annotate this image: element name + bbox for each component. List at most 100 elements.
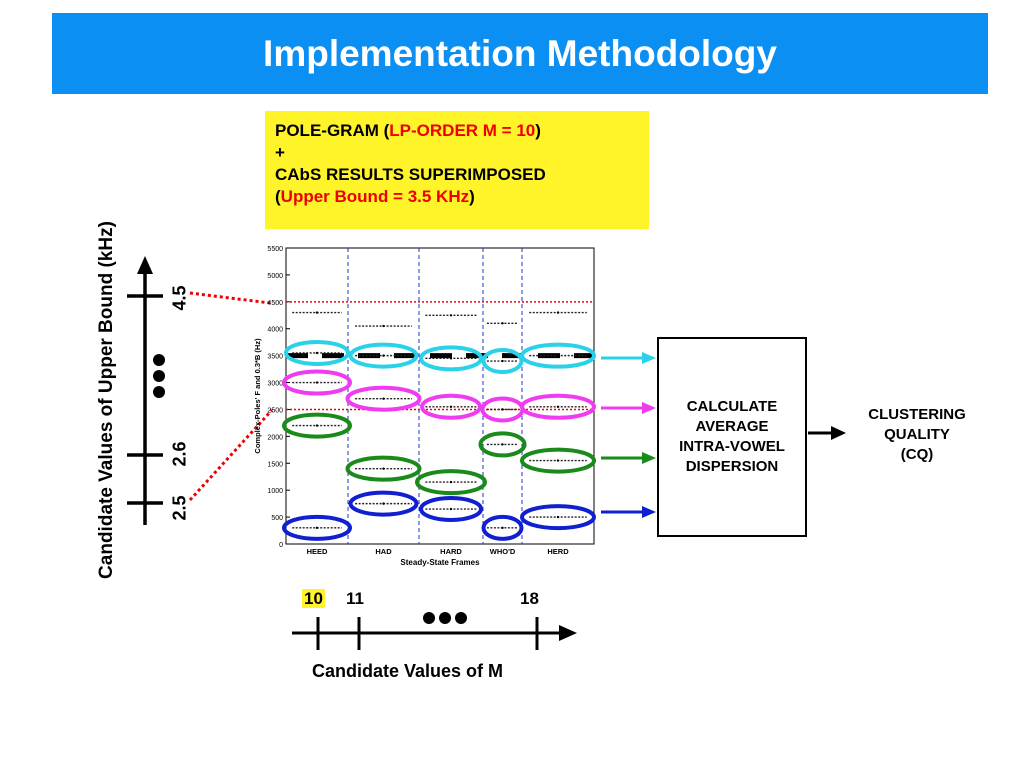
cluster-ring	[419, 345, 483, 372]
note-line-3: CAbS RESULTS SUPERIMPOSED	[275, 165, 546, 184]
formant-point	[501, 443, 504, 446]
cluster-ring	[478, 431, 527, 458]
y-tick-label: 2000	[267, 434, 283, 441]
y-tick-label: 3000	[267, 381, 283, 388]
m-tick-10: 10	[302, 589, 325, 609]
cluster-ring	[520, 393, 596, 420]
formant-point	[449, 405, 453, 408]
cluster-ring	[520, 342, 596, 369]
note-line-4-a: (	[275, 187, 281, 206]
formant-point	[556, 515, 560, 519]
formant-point	[315, 526, 319, 530]
y-tick-label: 5000	[267, 273, 283, 280]
formant-point	[556, 354, 560, 357]
cluster-ring	[345, 455, 422, 482]
note-line-4: (Upper Bound = 3.5 KHz)	[275, 186, 639, 208]
connector-2-5	[188, 408, 274, 502]
pole-gram-chart: 0 500 1000 1500 2000 2500 3000 3500 4000 4500 5000…	[253, 246, 596, 567]
formant-point	[449, 357, 453, 360]
m-tick-11: 11	[346, 589, 364, 608]
upper-tick-2-5: 2.5	[169, 495, 190, 521]
cluster-ring	[520, 504, 596, 531]
m-axis-label: Candidate Values of M	[312, 661, 504, 681]
cq-arrowhead-icon	[831, 426, 846, 440]
formant-point	[501, 359, 504, 363]
m-tick-10-label: 10	[302, 589, 325, 608]
y-tick-label: 0	[279, 542, 283, 549]
upper-axis-ellipsis-icon	[153, 354, 165, 398]
chart-xlabel: Steady-State Frames	[400, 558, 480, 567]
blue-arrowhead-icon	[642, 506, 656, 518]
formant-point	[501, 408, 504, 411]
upper-bound-axis	[127, 256, 165, 525]
cluster-ring	[481, 514, 524, 541]
note-lp-order: LP-ORDER M = 10	[389, 121, 536, 140]
note-line-2: +	[275, 143, 285, 162]
x-category-label: HARD	[440, 547, 462, 556]
y-tick-label: 3500	[267, 354, 283, 361]
formant-point	[449, 314, 453, 317]
y-tick-label: 4500	[267, 300, 283, 307]
x-category-label: HAD	[375, 547, 392, 556]
connector-4-5	[189, 291, 271, 305]
clustering-quality-label: CLUSTERING QUALITY (CQ)	[868, 406, 966, 463]
m-axis	[292, 612, 577, 650]
pole-gram-note: POLE-GRAM (LP-ORDER M = 10) + CAbS RESUL…	[265, 111, 649, 229]
cluster-ring	[282, 412, 352, 439]
formant-point	[556, 459, 560, 462]
cluster-ring	[520, 447, 596, 474]
chart-ylabel: Complex-Poles' F and 0.3*B (Hz)	[253, 338, 262, 454]
x-category-label: HERD	[547, 547, 569, 556]
note-line-4-b: )	[469, 187, 475, 206]
cluster-ring	[420, 393, 482, 420]
formant-point	[382, 324, 385, 328]
cluster-ring	[348, 490, 419, 517]
y-tick-label: 500	[271, 515, 283, 522]
note-line-1-b: )	[535, 121, 541, 140]
note-upper-bound: Upper Bound = 3.5 KHz	[280, 187, 470, 206]
y-tick-label: 1500	[267, 461, 283, 468]
upper-axis-label: Candidate Values of Upper Bound (kHz)	[96, 221, 117, 579]
formant-point	[382, 354, 385, 357]
formant-point	[315, 311, 319, 314]
m-axis-ellipsis-icon	[423, 612, 467, 624]
calculate-dispersion-box: CALCULATE AVERAGE INTRA-VOWEL DISPERSION	[657, 337, 807, 537]
x-category-label: WHO'D	[490, 547, 516, 556]
magenta-arrowhead-icon	[642, 402, 656, 414]
m-tick-18: 18	[520, 589, 539, 608]
formant-point	[382, 502, 385, 505]
note-line-1: POLE-GRAM (LP-ORDER M = 10)	[275, 120, 639, 142]
page-title: Implementation Methodology	[263, 32, 777, 74]
title-bar: Implementation Methodology	[52, 13, 988, 94]
cyan-arrowhead-icon	[642, 352, 656, 364]
formant-point	[315, 351, 319, 355]
formant-point	[315, 424, 319, 427]
cluster-ring	[284, 339, 350, 366]
cluster-ring	[282, 369, 352, 396]
formant-point	[382, 467, 385, 470]
formant-point	[449, 480, 453, 484]
y-tick-label: 1000	[267, 488, 283, 495]
cluster-arrows	[601, 352, 656, 518]
formant-point	[315, 381, 319, 384]
formant-point	[501, 322, 504, 325]
y-tick-label: 2500	[267, 407, 283, 414]
x-category-label: HEED	[307, 547, 328, 556]
formant-point	[449, 507, 453, 511]
y-tick-label: 4000	[267, 327, 283, 334]
y-tick-label: 5500	[267, 246, 283, 253]
formant-point	[501, 526, 504, 530]
cluster-ring	[481, 348, 524, 375]
note-line-1-a: POLE-GRAM (	[275, 121, 390, 140]
cluster-ring	[415, 469, 487, 496]
cluster-ring	[419, 496, 483, 523]
green-arrowhead-icon	[642, 452, 656, 464]
cluster-ring	[282, 514, 352, 541]
upper-tick-2-6: 2.6	[169, 441, 190, 467]
calculate-dispersion-text: CALCULATE AVERAGE INTRA-VOWEL DISPERSION	[679, 398, 785, 475]
formant-point	[556, 311, 560, 314]
formant-point	[556, 405, 560, 408]
formant-point	[382, 397, 385, 400]
cluster-ring	[345, 385, 422, 412]
